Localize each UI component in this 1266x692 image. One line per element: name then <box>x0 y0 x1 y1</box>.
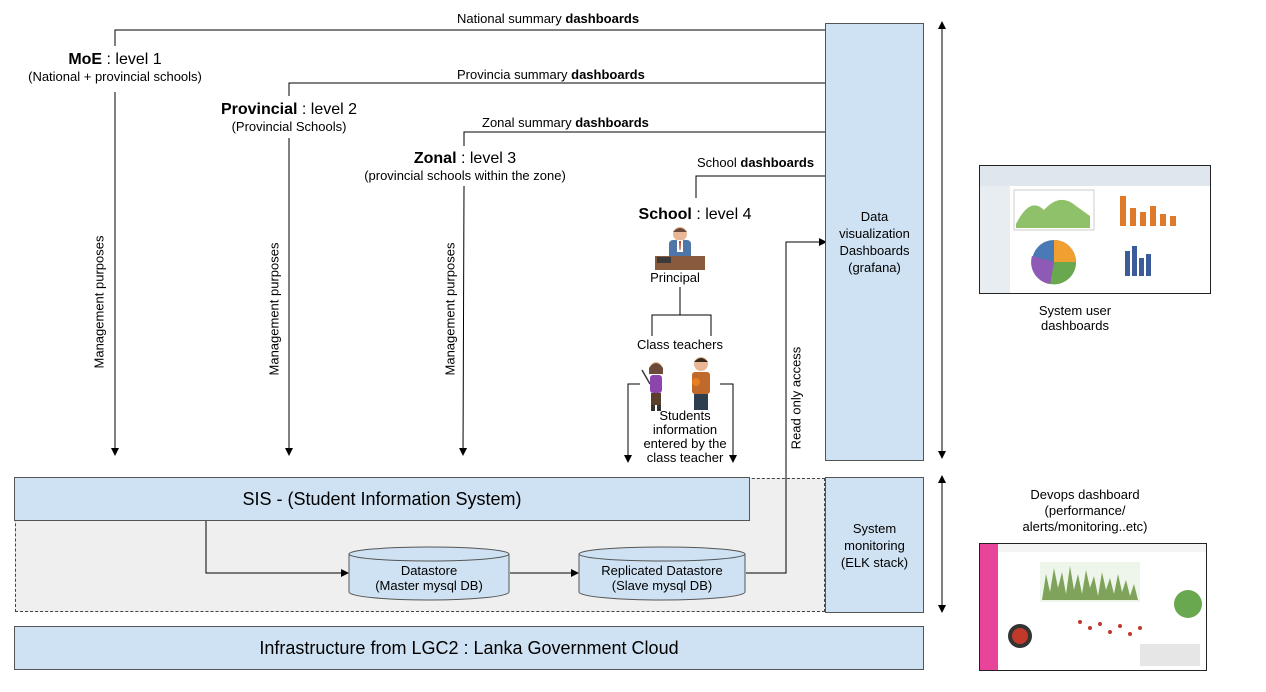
replicated-datastore-cylinder: Replicated Datastore (Slave mysql DB) <box>578 546 746 602</box>
national-dashboard-line <box>114 29 826 46</box>
provincial-dashboard-line <box>288 82 826 96</box>
teacher-man-icon <box>692 357 710 410</box>
infrastructure-box: Infrastructure from LGC2 : Lanka Governm… <box>14 626 924 670</box>
class-teachers-label: Class teachers <box>637 337 723 352</box>
devops-dashboard-thumbnail <box>979 543 1207 671</box>
sis-to-datastore <box>205 521 349 577</box>
teacher-woman-icon <box>641 362 663 411</box>
provincial-dashboards-label: Provincia summary dashboards <box>457 67 645 82</box>
school-dashboard-line <box>695 175 826 198</box>
principal-label: Principal <box>650 270 700 285</box>
zonal-dashboards-label: Zonal summary dashboards <box>482 115 649 130</box>
moe-level: MoE : level 1 (National + provincial sch… <box>28 51 202 84</box>
students-info-label: Students information entered by the clas… <box>643 408 727 465</box>
system-monitoring-box: System monitoring (ELK stack) <box>825 477 924 613</box>
zonal-management-label: Management purposes <box>442 242 458 376</box>
national-dashboards-label: National summary dashboards <box>457 11 640 26</box>
zonal-dashboard-line <box>463 131 826 146</box>
data-visualization-box: Data visualization Dashboards (grafana) <box>825 23 924 461</box>
zonal-management-arrow <box>459 185 468 456</box>
zonal-level: Zonal : level 3 (provincial schools with… <box>364 150 566 183</box>
teacher-arrow-left <box>624 383 640 463</box>
school-dashboards-label: School dashboards <box>697 155 815 170</box>
provincial-management-label: Management purposes <box>266 242 282 376</box>
devops-dashboard-label: Devops dashboard (performance/ alerts/mo… <box>1022 487 1148 534</box>
read-only-access-label: Read only access <box>788 346 804 450</box>
system-user-dashboards-label: System user dashboards <box>1038 303 1112 333</box>
teacher-arrow-right <box>720 383 737 463</box>
sis-box: SIS - (Student Information System) <box>14 477 750 521</box>
provincial-level: Provincial : level 2 (Provincial Schools… <box>220 101 358 134</box>
school-level: School : level 4 <box>638 206 752 223</box>
principal-icon <box>655 227 705 270</box>
moe-management-label: Management purposes <box>91 235 107 369</box>
read-only-arrow <box>746 238 827 574</box>
system-user-dashboard-thumbnail <box>979 165 1211 294</box>
datastore-cylinder: Datastore (Master mysql DB) <box>348 546 510 602</box>
